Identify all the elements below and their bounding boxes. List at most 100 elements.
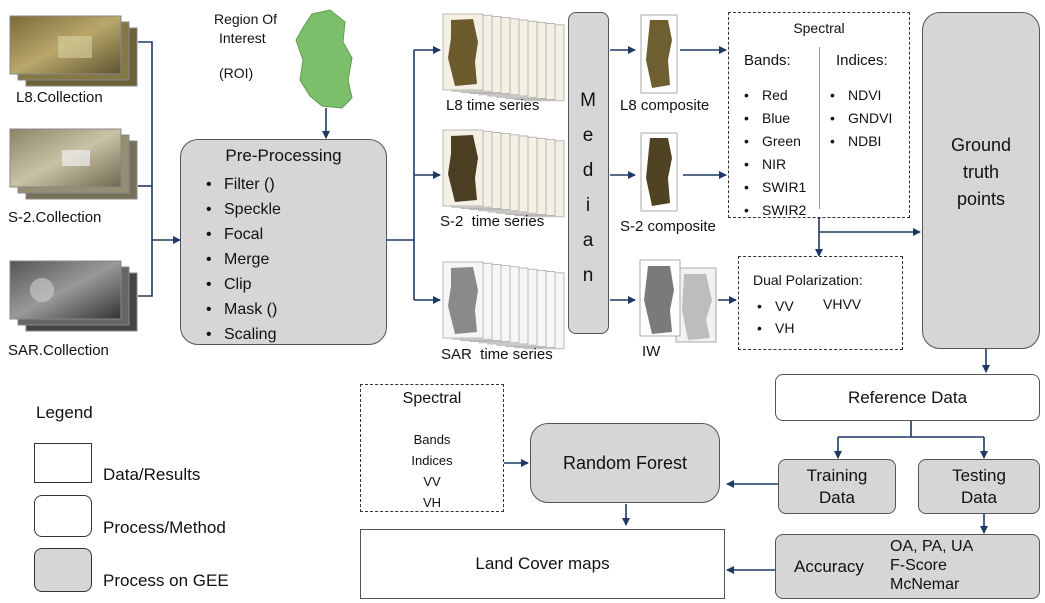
- land-cover-maps-label: Land Cover maps: [475, 554, 610, 573]
- median-letter: d: [582, 160, 595, 181]
- ground-truth-line: points: [956, 189, 1006, 209]
- model-feature-item: VV: [423, 474, 441, 489]
- band-item: SWIR2: [744, 199, 806, 222]
- preprocessing-step: Filter (): [206, 172, 281, 197]
- ground-truth-label: Ground truth points: [951, 132, 1011, 213]
- preprocessing-step: Merge: [206, 247, 281, 272]
- l8-time-series-label: L8 time series: [446, 97, 540, 114]
- connector-arrows: [138, 41, 990, 574]
- model-features-list: Bands Indices VV VH: [361, 429, 503, 513]
- time-series-roi-shape: [448, 19, 478, 86]
- roi-label-line1: Region Of: [214, 11, 278, 27]
- legend-swatch-gee: [34, 548, 92, 592]
- land-cover-maps-box: Land Cover maps: [360, 529, 725, 599]
- band-item: Red: [744, 84, 806, 107]
- dual-polarization-box: Dual Polarization: VV VH VHVV: [738, 256, 903, 350]
- preprocessing-step: Speckle: [206, 197, 281, 222]
- model-features-title: Spectral: [402, 390, 462, 407]
- accuracy-metrics: OA, PA, UA F-Score McNemar: [890, 537, 973, 594]
- l8-composite-image: [640, 14, 678, 94]
- median-box: M e d i a n: [568, 12, 609, 334]
- median-letter: n: [582, 265, 595, 286]
- legend-label-process: Process/Method: [103, 518, 226, 537]
- s2-time-series-stack: [442, 129, 565, 218]
- legend-swatch-data: [34, 443, 92, 483]
- index-item: NDBI: [830, 130, 892, 153]
- sar-time-series-label: SAR time series: [441, 346, 553, 363]
- sar-image-stack: [9, 260, 138, 332]
- roi-map-shape: [295, 9, 353, 109]
- preprocessing-steps: Filter () Speckle Focal Merge Clip Mask …: [206, 172, 281, 347]
- model-feature-item: VH: [422, 495, 442, 510]
- accuracy-metric: McNemar: [890, 576, 960, 593]
- polarization-item: VV: [757, 295, 794, 317]
- preprocessing-step: Clip: [206, 272, 281, 297]
- model-feature-item: Bands: [413, 432, 451, 447]
- accuracy-label: Accuracy: [794, 557, 864, 576]
- iw-image: [639, 259, 717, 343]
- l8-composite-label: L8 composite: [620, 97, 710, 114]
- l8-image-stack: [9, 15, 138, 87]
- model-features-box: Spectral Bands Indices VV VH: [360, 384, 504, 512]
- band-item: Blue: [744, 107, 806, 130]
- random-forest-box: Random Forest: [530, 423, 720, 503]
- median-letter: i: [585, 195, 592, 216]
- index-item: NDVI: [830, 84, 892, 107]
- s2-image-stack: [9, 128, 138, 200]
- testing-data-label: Testing Data: [952, 465, 1006, 509]
- bands-label: Bands:: [744, 52, 791, 69]
- s2-time-series-label: S-2 time series: [440, 213, 545, 230]
- training-data-label: Training Data: [807, 465, 868, 509]
- random-forest-label: Random Forest: [562, 452, 688, 473]
- legend-label-data: Data/Results: [103, 465, 201, 484]
- testing-data-box: Testing Data: [918, 459, 1040, 514]
- median-label: M e d i a n: [569, 83, 608, 293]
- legend-swatch-process: [34, 495, 92, 537]
- bands-list: Red Blue Green NIR SWIR1 SWIR2: [744, 84, 806, 222]
- median-letter: a: [582, 230, 595, 251]
- index-item: GNDVI: [830, 107, 892, 130]
- testing-line: Testing: [952, 465, 1006, 485]
- training-line: Data: [819, 487, 855, 507]
- legend-label-gee: Process on GEE: [103, 571, 229, 590]
- sar-collection-label: SAR.Collection: [8, 342, 109, 359]
- polarization-list: VV VH: [757, 295, 794, 339]
- dual-polarization-title: Dual Polarization:: [753, 272, 863, 288]
- polarization-extra: VHVV: [823, 296, 862, 312]
- polarization-item: VH: [757, 317, 794, 339]
- accuracy-metric: OA, PA, UA: [890, 538, 974, 555]
- accuracy-box: Accuracy OA, PA, UA F-Score McNemar: [775, 534, 1040, 599]
- training-data-box: Training Data: [778, 459, 896, 514]
- s2-composite-label: S-2 composite: [620, 218, 716, 235]
- band-item: NIR: [744, 153, 806, 176]
- band-item: SWIR1: [744, 176, 806, 199]
- sar-time-series-stack: [442, 261, 565, 350]
- reference-data-box: Reference Data: [775, 374, 1040, 421]
- ground-truth-box: Ground truth points: [922, 12, 1040, 349]
- indices-label: Indices:: [836, 52, 888, 69]
- time-series-roi-shape: [448, 267, 478, 334]
- testing-line: Data: [961, 487, 997, 507]
- preprocessing-step: Scaling: [206, 322, 281, 347]
- time-series-roi-shape: [448, 135, 478, 202]
- model-feature-item: Indices: [411, 453, 453, 468]
- reference-data-label: Reference Data: [847, 387, 968, 407]
- band-item: Green: [744, 130, 806, 153]
- iw-label: IW: [642, 343, 661, 360]
- accuracy-metric: F-Score: [890, 557, 947, 574]
- roi-label-line2: Interest: [219, 30, 266, 46]
- roi-label-abbr: (ROI): [219, 65, 254, 81]
- s2-composite-image: [640, 132, 678, 212]
- preprocessing-step: Mask (): [206, 297, 281, 322]
- l8-time-series-stack: [442, 13, 565, 102]
- preprocessing-step: Focal: [206, 222, 281, 247]
- spectral-features-box: Spectral Bands: Red Blue Green NIR SWIR1…: [728, 12, 910, 222]
- preprocessing-title: Pre-Processing: [225, 146, 342, 165]
- ground-truth-line: truth: [962, 162, 999, 182]
- preprocessing-box: Pre-Processing Filter () Speckle Focal M…: [180, 139, 387, 347]
- spectral-divider: [819, 47, 820, 209]
- training-line: Training: [806, 465, 868, 485]
- legend-title: Legend: [36, 403, 93, 422]
- median-letter: e: [582, 125, 595, 146]
- median-letter: M: [580, 90, 597, 111]
